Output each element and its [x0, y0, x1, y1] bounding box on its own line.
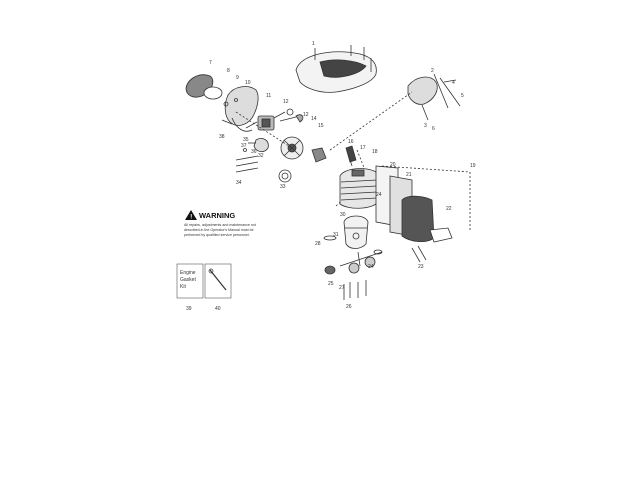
callout-15: 15 [318, 123, 324, 129]
callout-9: 9 [236, 75, 239, 81]
ignition-module [311, 147, 327, 163]
tool-box: 40 [204, 263, 232, 312]
callout-27: 27 [339, 285, 345, 291]
callout-12a: 12 [283, 99, 289, 105]
callout-31: 31 [333, 232, 339, 238]
callout-36: 36 [251, 149, 257, 155]
muffler-gaskets [375, 165, 453, 243]
crankcase-bolts [343, 280, 367, 300]
callout-40: 40 [215, 306, 221, 312]
callout-22: 22 [446, 206, 452, 212]
muffler-bolts [411, 245, 427, 263]
callout-labels: 7 8 9 10 11 12 12 14 15 16 17 18 19 20 2… [209, 41, 476, 310]
callout-1: 1 [312, 41, 315, 47]
callout-19: 19 [470, 163, 476, 169]
spark-plug [345, 145, 357, 167]
callout-10: 10 [245, 80, 251, 86]
callout-2: 2 [431, 68, 434, 74]
warning-exclamation: ! [190, 215, 192, 221]
air-filter-cover [185, 74, 223, 100]
callout-11: 11 [266, 93, 271, 99]
shield-parts [243, 138, 269, 152]
callout-7: 7 [209, 60, 212, 66]
warning-line-3: performed by qualified service personnel… [184, 233, 250, 237]
callout-21: 21 [406, 172, 412, 178]
callout-37: 37 [241, 143, 247, 149]
callout-3: 3 [424, 123, 427, 129]
warning-icon [185, 210, 197, 220]
bearing-seal [324, 265, 336, 275]
gasket-kit-box: Engine Gasket Kit 39 [176, 263, 204, 312]
callout-23: 23 [418, 264, 424, 270]
callout-8: 8 [227, 68, 230, 74]
crankshaft [339, 251, 383, 274]
callout-34: 34 [236, 180, 242, 186]
callout-30: 30 [340, 212, 346, 218]
mounting-bolts [235, 155, 259, 173]
callout-25: 25 [328, 281, 334, 287]
callout-18: 18 [372, 149, 378, 155]
kit-line-3: Kit [180, 284, 186, 290]
callout-33: 33 [280, 184, 286, 190]
callout-20: 20 [390, 162, 396, 168]
ring-seal [278, 169, 292, 183]
callout-4: 4 [452, 80, 455, 86]
callout-6: 6 [432, 126, 435, 132]
flywheel [280, 136, 304, 160]
callout-32: 32 [258, 153, 264, 159]
side-handle [407, 73, 461, 121]
housing-assembly [221, 86, 259, 132]
intake-parts [279, 108, 304, 123]
callout-17: 17 [360, 145, 366, 151]
callout-38: 38 [219, 134, 225, 140]
callout-35: 35 [243, 137, 249, 143]
warning-title: WARNING [199, 211, 235, 220]
kit-line-2: Gasket [180, 277, 196, 283]
callout-14: 14 [311, 116, 317, 122]
kit-line-1: Engine [180, 270, 196, 276]
warning-line-2: described in the Operator's Manual must … [184, 228, 254, 232]
top-cover [295, 45, 377, 93]
callout-39: 39 [186, 306, 192, 312]
warning-block: ! WARNING All repairs, adjustments and m… [184, 210, 256, 237]
warning-line-1: All repairs, adjustments and maintenance… [184, 223, 256, 227]
callout-12b: 12 [303, 112, 309, 118]
callout-24a: 24 [376, 192, 382, 198]
cylinder [339, 168, 379, 209]
callout-24b: 24 [368, 264, 374, 270]
callout-26: 26 [346, 304, 352, 310]
callout-5: 5 [461, 93, 464, 99]
piston [323, 215, 383, 255]
callout-16: 16 [348, 139, 354, 145]
callout-28: 28 [315, 241, 321, 247]
carburetor [245, 111, 286, 131]
